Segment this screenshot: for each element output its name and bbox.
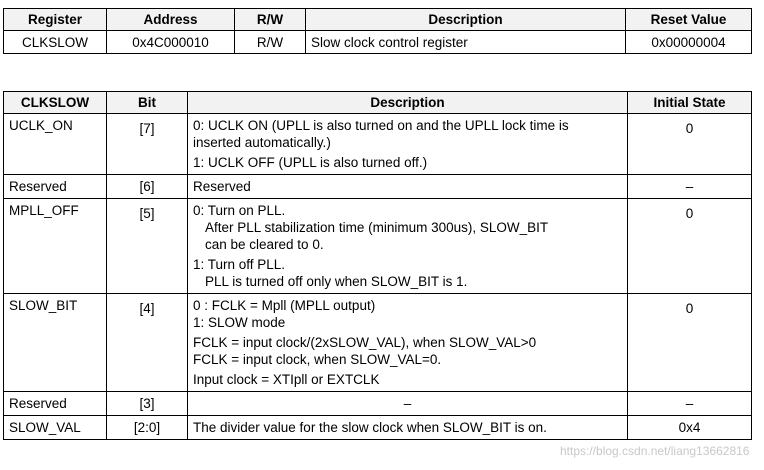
description-line: Input clock = XTIpll or EXTCLK <box>193 372 380 387</box>
field-description: Reserved <box>187 174 628 199</box>
field-description: – <box>187 391 628 416</box>
description-line: inserted automatically.) <box>193 135 331 150</box>
field-initial-state: 0 <box>627 113 752 175</box>
description-line: 1: SLOW mode <box>193 315 286 330</box>
description-line: After PLL stabilization time (minimum 30… <box>205 220 549 235</box>
field-initial-state: 0 <box>627 198 752 294</box>
table-row: SLOW_VAL [2:0] The divider value for the… <box>3 415 752 440</box>
table-row: Reserved [6] Reserved – <box>3 174 752 199</box>
field-name: Reserved <box>3 174 107 199</box>
register-address: 0x4C000010 <box>106 30 235 54</box>
description-line: 0: Turn on PLL. <box>193 203 286 218</box>
description-line: The divider value for the slow clock whe… <box>193 420 547 435</box>
description-line: PLL is turned off only when SLOW_BIT is … <box>205 274 468 289</box>
field-description: The divider value for the slow clock whe… <box>187 415 628 440</box>
table-row: UCLK_ON [7] 0: UCLK ON (UPLL is also tur… <box>3 113 752 175</box>
header-clkslow: CLKSLOW <box>3 91 107 114</box>
table-row: SLOW_BIT [4] 0 : FCLK = Mpll (MPLL outpu… <box>3 293 752 392</box>
field-bit: [7] <box>106 113 188 175</box>
field-name: SLOW_BIT <box>3 293 107 392</box>
header-rw: R/W <box>234 8 306 31</box>
register-name: CLKSLOW <box>3 30 107 54</box>
header-reset-value: Reset Value <box>625 8 752 31</box>
description-line: 0: UCLK ON (UPLL is also turned on and t… <box>193 118 569 133</box>
field-name: MPLL_OFF <box>3 198 107 294</box>
field-bit: [6] <box>106 174 188 199</box>
bit-header-row: CLKSLOW Bit Description Initial State <box>3 91 752 114</box>
header-bit: Bit <box>106 91 188 114</box>
description-line: Reserved <box>193 179 251 194</box>
field-bit: [5] <box>106 198 188 294</box>
description-line: – <box>403 396 412 411</box>
description-line: FCLK = input clock, when SLOW_VAL=0. <box>193 352 442 367</box>
field-bit: [3] <box>106 391 188 416</box>
description-line: 0 : FCLK = Mpll (MPLL output) <box>193 298 376 313</box>
description-line: 1: Turn off PLL. <box>193 257 286 272</box>
field-initial-state: – <box>627 391 752 416</box>
register-description: Slow clock control register <box>305 30 626 54</box>
header-address: Address <box>106 8 235 31</box>
header-register: Register <box>3 8 107 31</box>
register-header-row: Register Address R/W Description Reset V… <box>3 8 752 31</box>
register-summary-table: Register Address R/W Description Reset V… <box>3 8 752 54</box>
field-description: 0 : FCLK = Mpll (MPLL output) 1: SLOW mo… <box>187 293 628 392</box>
field-name: SLOW_VAL <box>3 415 107 440</box>
field-bit: [4] <box>106 293 188 392</box>
field-description: 0: UCLK ON (UPLL is also turned on and t… <box>187 113 628 175</box>
header-bit-description: Description <box>187 91 628 114</box>
register-reset-value: 0x00000004 <box>625 30 752 54</box>
description-line: 1: UCLK OFF (UPLL is also turned off.) <box>193 155 428 170</box>
field-name: Reserved <box>3 391 107 416</box>
register-row: CLKSLOW 0x4C000010 R/W Slow clock contro… <box>3 30 752 54</box>
field-bit: [2:0] <box>106 415 188 440</box>
register-rw: R/W <box>234 30 306 54</box>
field-name: UCLK_ON <box>3 113 107 175</box>
table-row: MPLL_OFF [5] 0: Turn on PLL. After PLL s… <box>3 198 752 294</box>
table-row: Reserved [3] – – <box>3 391 752 416</box>
watermark-text: https://blog.csdn.net/liang13662816 <box>560 444 750 458</box>
description-line: FCLK = input clock/(2xSLOW_VAL), when SL… <box>193 335 537 350</box>
header-description: Description <box>305 8 626 31</box>
field-initial-state: 0 <box>627 293 752 392</box>
field-initial-state: 0x4 <box>627 415 752 440</box>
header-initial-state: Initial State <box>627 91 752 114</box>
bit-field-table: CLKSLOW Bit Description Initial State UC… <box>3 91 752 440</box>
description-line: can be cleared to 0. <box>205 237 324 252</box>
field-initial-state: – <box>627 174 752 199</box>
field-description: 0: Turn on PLL. After PLL stabilization … <box>187 198 628 294</box>
